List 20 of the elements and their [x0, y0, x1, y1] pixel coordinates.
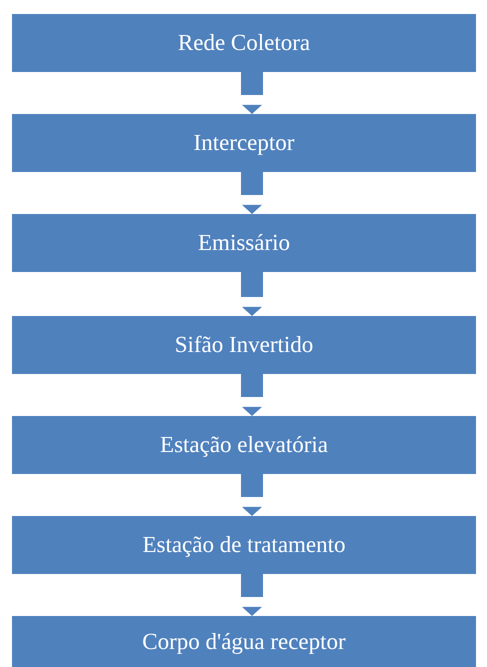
process-box	[12, 616, 476, 667]
arrow	[241, 172, 263, 214]
process-box	[12, 316, 476, 374]
box-label: Rede Coletora	[178, 30, 310, 56]
process-box	[12, 114, 476, 172]
arrow	[241, 574, 263, 616]
process-box	[12, 214, 476, 272]
box-label: Emissário	[198, 230, 290, 256]
process-box	[12, 416, 476, 474]
box-label: Estação elevatória	[160, 432, 328, 458]
arrow	[241, 374, 263, 416]
arrow	[241, 474, 263, 516]
box-label: Estação de tratamento	[142, 532, 346, 558]
arrow	[241, 72, 263, 114]
box-label: Sifão Invertido	[174, 332, 314, 358]
box-label: Corpo d'água receptor	[142, 628, 346, 654]
process-box	[12, 516, 476, 574]
arrow	[241, 272, 263, 316]
process-box	[12, 14, 476, 72]
box-label: Interceptor	[194, 130, 294, 156]
